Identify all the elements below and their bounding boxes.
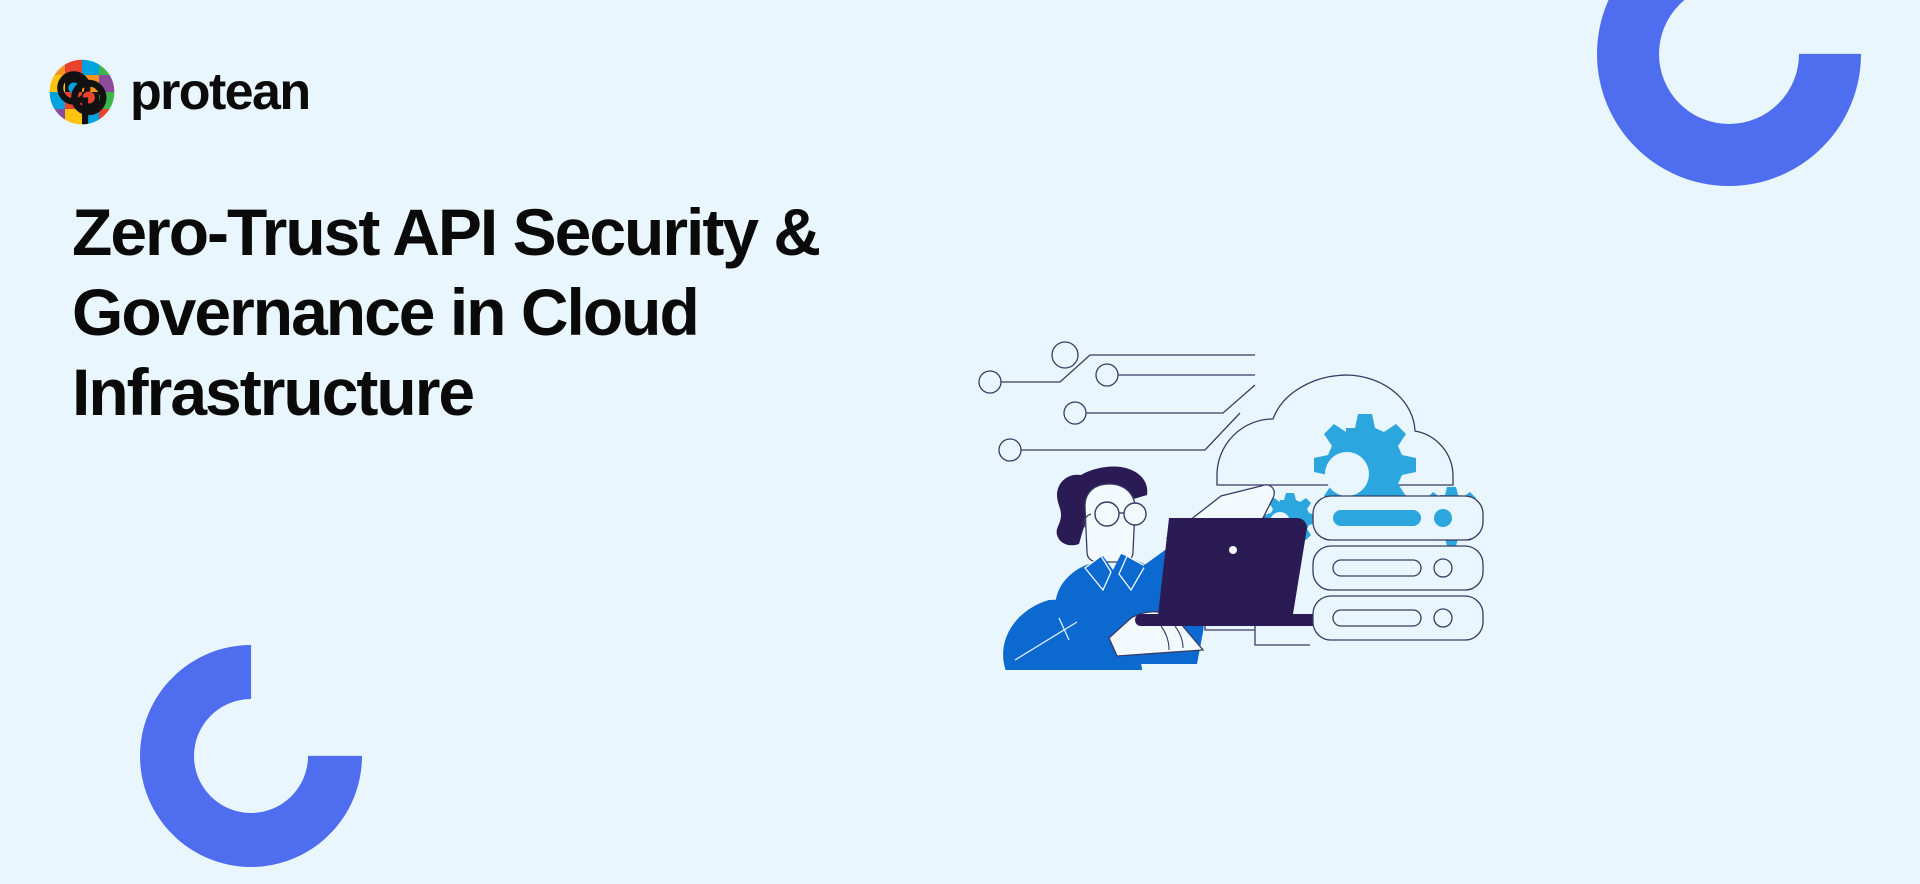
collar-left [1084, 555, 1112, 592]
laptop-screen [1157, 518, 1307, 625]
laptop-base [1135, 614, 1323, 626]
laptop-camera-dot [1229, 546, 1237, 554]
server-led-bar [1332, 559, 1422, 577]
server-status-dot-active [1434, 509, 1452, 527]
person-head [1056, 466, 1148, 563]
server-status-dot [1433, 558, 1453, 578]
finger-lines [1160, 625, 1184, 651]
headline-line-2: Governance in Cloud [72, 275, 700, 349]
arm-shape [1003, 598, 1143, 670]
glasses-icon [1094, 501, 1147, 527]
brand-wordmark: protean [130, 63, 311, 121]
server-status-dot [1433, 608, 1453, 628]
laptop [1135, 518, 1323, 626]
decorative-arc-bottom-left [94, 599, 408, 884]
server-rack-unit-2 [1312, 545, 1484, 591]
protean-sphere-logo-icon [49, 59, 115, 125]
server-rack-unit-1 [1312, 495, 1484, 541]
server-led-bar-active [1333, 510, 1421, 526]
ear-line [1083, 513, 1092, 528]
headline-line-3: Infrastructure [72, 355, 475, 429]
sleeve-folds [1014, 617, 1078, 661]
brand-logo[interactable]: protean [48, 58, 311, 126]
server-led-bar [1332, 609, 1422, 627]
server-rack [1312, 495, 1484, 641]
server-rack-unit-3 [1312, 595, 1484, 641]
decorative-arc-top-right [1542, 0, 1916, 241]
gear-large-icon [1314, 414, 1416, 516]
collar-right [1118, 555, 1146, 592]
page-title: Zero-Trust API Security & Governance in … [72, 192, 902, 432]
headline-line-1: Zero-Trust API Security & [72, 195, 821, 269]
cloud-infrastructure-illustration [955, 300, 1500, 670]
